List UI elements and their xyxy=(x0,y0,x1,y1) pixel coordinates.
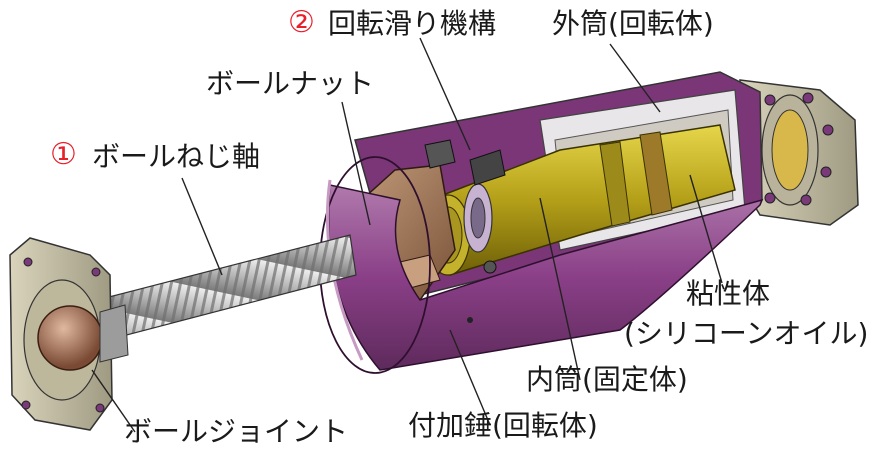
added-mass-label: 付加錘(回転体) xyxy=(408,409,598,442)
ball-nut-label: ボールナット xyxy=(206,67,375,100)
right-flange xyxy=(739,79,859,226)
ball-joint-label: ボールジョイント xyxy=(124,415,349,448)
ball-joint xyxy=(37,304,129,371)
ball-screw-shaft xyxy=(104,234,357,339)
silicone-oil-label: (シリコーンオイル) xyxy=(624,317,869,350)
rotary-slip-label: 回転滑り機構 xyxy=(328,7,497,40)
inner-cylinder-label: 内筒(固定体) xyxy=(526,363,688,396)
rotary-slip-number: ② xyxy=(288,5,315,40)
rotary-slip-ring xyxy=(463,149,506,274)
ball-screw-label: ボールねじ軸 xyxy=(92,140,261,173)
ball-screw-number: ① xyxy=(50,137,77,172)
leader-lines xyxy=(91,37,723,433)
outer-cylinder-label: 外筒(回転体) xyxy=(552,7,714,40)
viscous-body-label: 粘性体 xyxy=(686,277,771,310)
